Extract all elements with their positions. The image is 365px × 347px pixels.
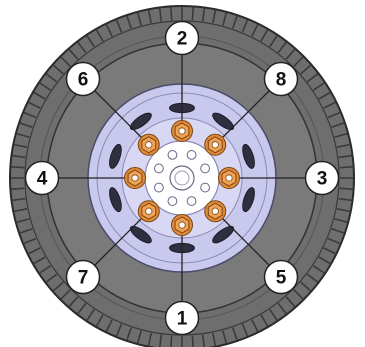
callout-number-8: 8	[276, 70, 287, 91]
hub-bolt-hole	[168, 197, 177, 206]
hub-bolt-hole	[187, 151, 196, 160]
callout-badge-8: 8	[264, 63, 297, 96]
hub-bolt-hole	[155, 164, 164, 173]
callout-badge-7: 7	[67, 260, 100, 293]
hub-bolt-hole	[201, 164, 210, 173]
callout-badge-3: 3	[306, 162, 339, 195]
tire-tread-groove	[171, 336, 172, 347]
callout-number-5: 5	[276, 267, 287, 288]
tire-tread-groove	[340, 188, 353, 189]
callout-badge-2: 2	[166, 22, 199, 55]
lug-nut-stud	[212, 142, 218, 148]
lug-nut-5	[205, 201, 226, 222]
lug-nut-6	[138, 134, 159, 155]
lug-nut-stud	[146, 208, 152, 214]
hub-bolt-hole	[201, 183, 210, 192]
hub-center-bore	[170, 166, 194, 190]
lug-nut-stud	[146, 142, 152, 148]
callout-badge-1: 1	[166, 302, 199, 335]
callout-number-3: 3	[317, 169, 328, 190]
callout-number-6: 6	[78, 70, 89, 91]
callout-number-2: 2	[177, 29, 188, 50]
tire-tread-groove	[11, 188, 24, 189]
hub-bolt-hole	[187, 197, 196, 206]
lug-nut-3	[219, 168, 240, 189]
lug-nut-stud	[132, 175, 138, 181]
lug-nut-stud	[179, 128, 185, 134]
hub-bolt-hole	[168, 151, 177, 160]
lug-nut-stud	[179, 222, 185, 228]
hub-bolt-hole	[155, 183, 164, 192]
callout-number-1: 1	[177, 309, 188, 330]
lug-nut-2	[172, 121, 193, 142]
callout-number-7: 7	[78, 267, 89, 288]
callout-badge-4: 4	[26, 162, 59, 195]
lug-nut-4	[125, 168, 146, 189]
lug-nut-1	[172, 215, 193, 236]
tire-tread-groove	[11, 167, 24, 168]
tire-tread-groove	[192, 336, 193, 347]
callout-badge-5: 5	[264, 260, 297, 293]
lug-nut-7	[138, 201, 159, 222]
lug-nut-8	[205, 134, 226, 155]
callout-number-4: 4	[37, 169, 48, 190]
tire-tread-groove	[171, 7, 172, 20]
lug-nut-stud	[226, 175, 232, 181]
callout-badge-6: 6	[67, 63, 100, 96]
lug-nut-stud	[212, 208, 218, 214]
tire-tread-groove	[192, 7, 193, 20]
tire-tread-groove	[340, 167, 353, 168]
